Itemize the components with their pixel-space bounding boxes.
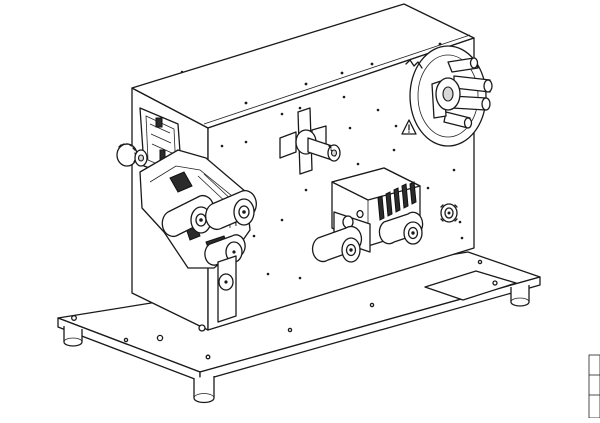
roller-upper-right bbox=[205, 189, 257, 231]
screw bbox=[369, 302, 375, 308]
screw bbox=[156, 334, 164, 342]
bottom-bracket bbox=[198, 255, 237, 332]
label-plate bbox=[424, 270, 517, 301]
title-block-corner bbox=[588, 354, 600, 419]
screw bbox=[477, 259, 483, 265]
connector-port bbox=[440, 203, 458, 223]
foot-front-right bbox=[193, 376, 215, 404]
screw bbox=[287, 327, 293, 333]
foot-front-left bbox=[63, 326, 83, 347]
spindle-hub bbox=[279, 107, 341, 175]
screw bbox=[71, 315, 77, 321]
roller-motor-left bbox=[311, 225, 363, 263]
screw bbox=[123, 337, 129, 343]
reel-hub-assembly bbox=[401, 45, 493, 147]
base-plate bbox=[57, 251, 541, 382]
screw bbox=[492, 280, 498, 286]
foot-back-right bbox=[510, 285, 530, 307]
front-face-screws bbox=[220, 95, 464, 314]
roller-motor-right bbox=[378, 211, 424, 245]
screw bbox=[205, 354, 211, 360]
adjustment-knob bbox=[116, 143, 148, 167]
